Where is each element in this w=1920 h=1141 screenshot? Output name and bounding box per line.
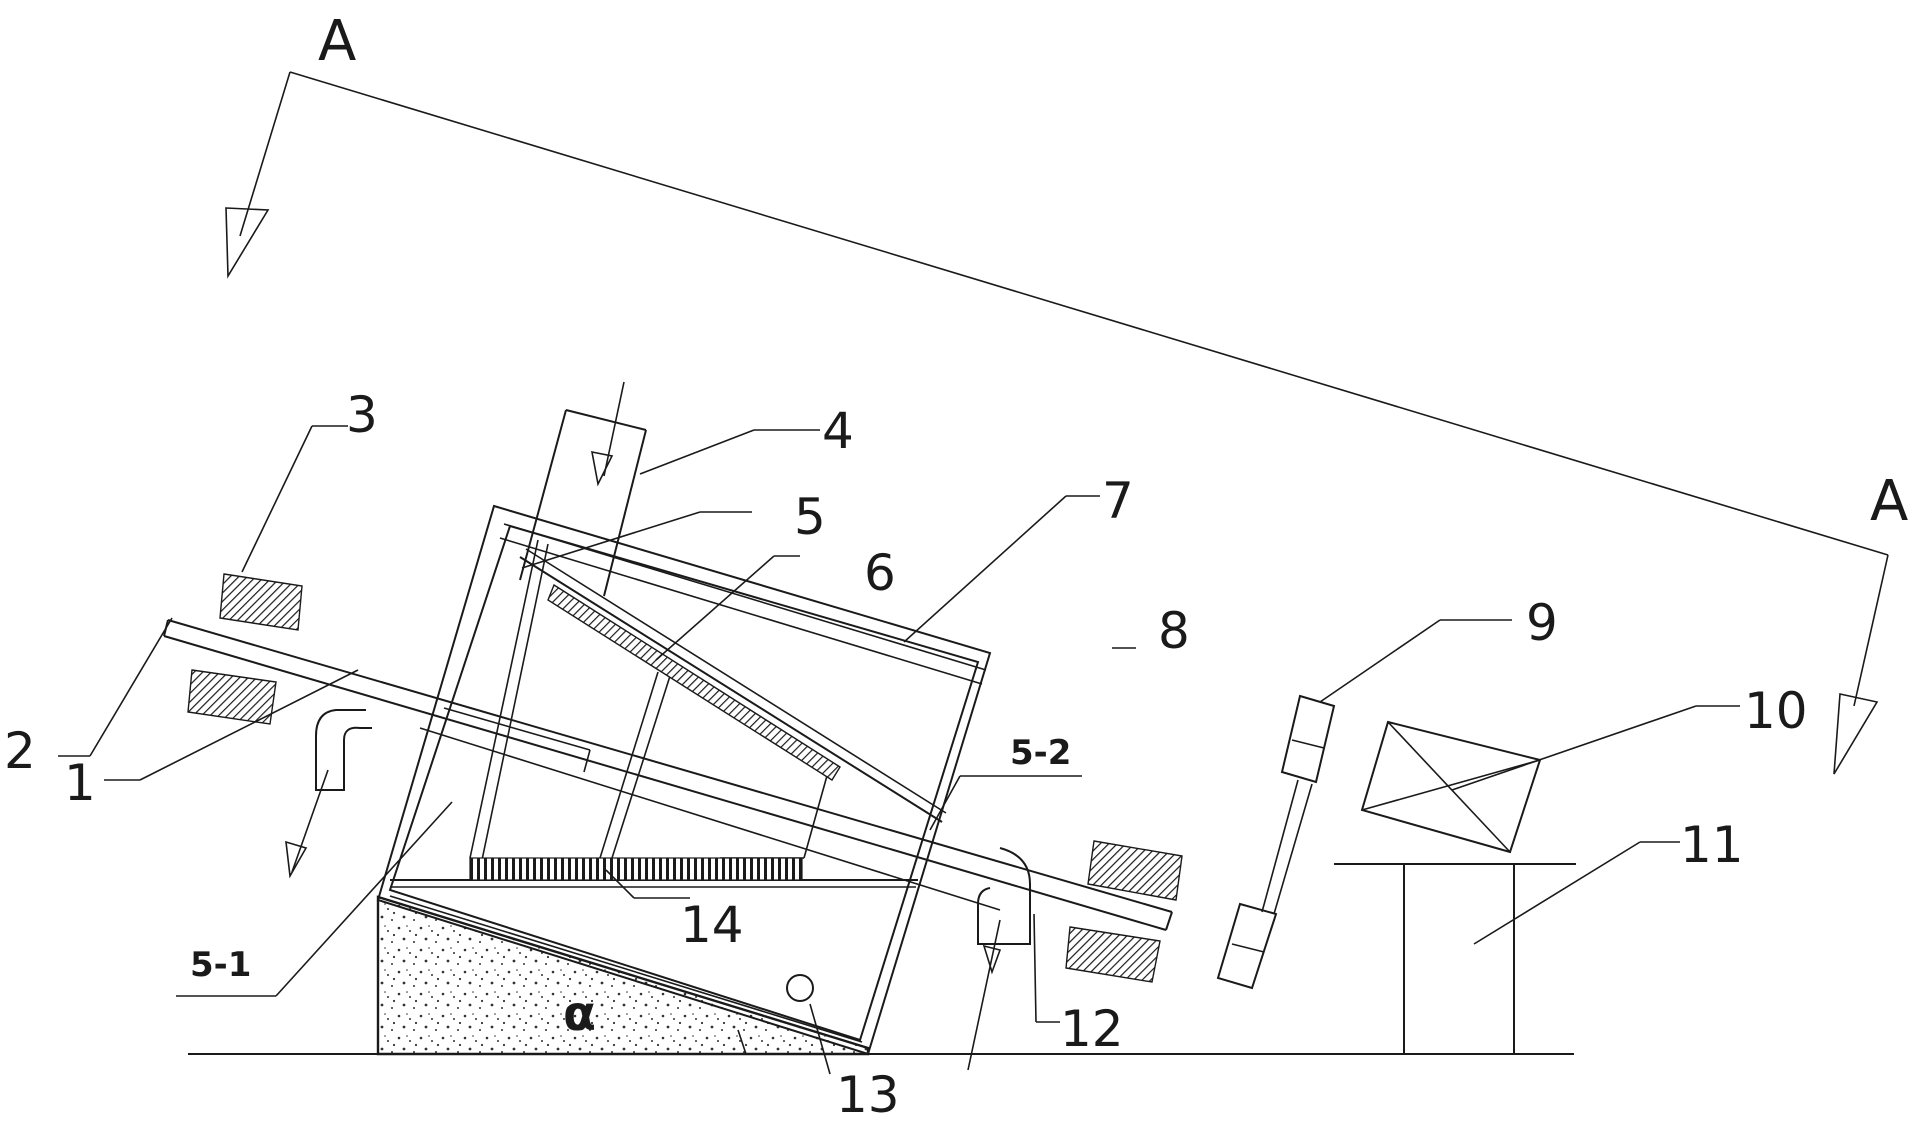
label-5-2: 5-2 (1010, 733, 1071, 773)
label-13: 13 (836, 1066, 900, 1124)
stand (1334, 863, 1576, 1054)
label-5: 5 (794, 488, 826, 546)
sensor-box (1360, 720, 1542, 854)
label-14: 14 (680, 896, 744, 954)
brush-strip (469, 857, 803, 881)
section-line-a: A A (225, 9, 1908, 775)
label-7: 7 (1102, 472, 1134, 530)
section-label-a-right: A (1870, 469, 1908, 534)
label-5-1: 5-1 (190, 945, 251, 985)
roller-wheel (786, 974, 814, 1002)
inclined-rail (163, 619, 1173, 931)
label-6: 6 (864, 544, 896, 602)
label-2: 2 (4, 722, 36, 780)
tilted-frame (376, 504, 992, 1056)
label-3: 3 (346, 386, 378, 444)
left-spout (285, 709, 372, 879)
label-12: 12 (1060, 1000, 1124, 1058)
label-11: 11 (1680, 816, 1744, 874)
label-10: 10 (1744, 682, 1808, 740)
leader-lines (58, 425, 1740, 1075)
right-spout (967, 847, 1031, 1071)
angle-alpha-label: α (563, 986, 596, 1042)
section-label-a-left: A (318, 9, 356, 74)
label-8: 8 (1158, 602, 1190, 660)
feed-chute (519, 381, 647, 597)
diagonal-plate (519, 548, 947, 823)
label-4: 4 (822, 402, 854, 460)
label-1: 1 (64, 754, 96, 812)
label-9: 9 (1526, 594, 1558, 652)
hatched-blocks (187, 573, 1183, 983)
rod-9 (1216, 694, 1336, 990)
